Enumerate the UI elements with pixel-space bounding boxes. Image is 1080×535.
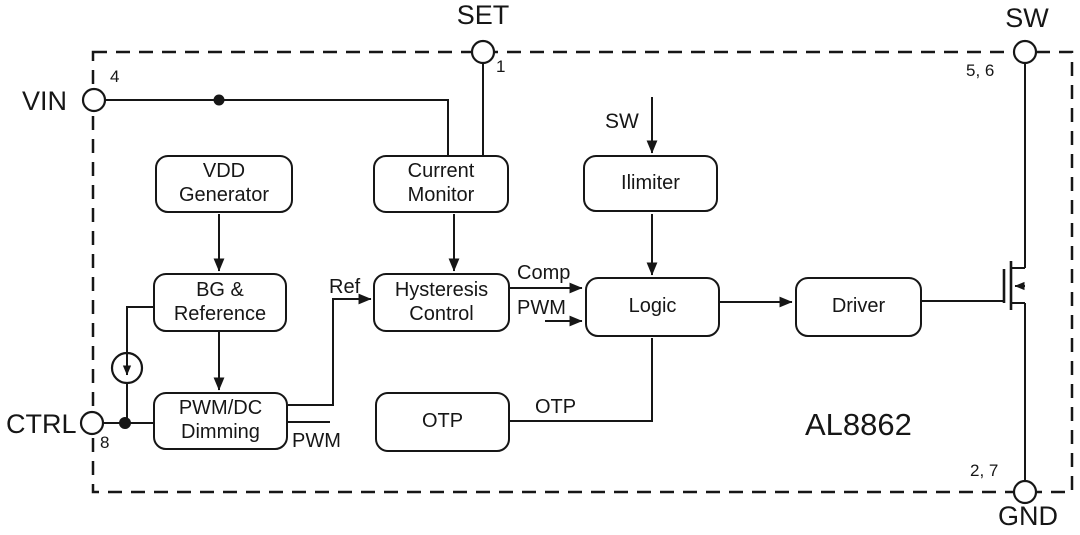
block-driver: Driver <box>795 277 922 337</box>
net-label-otp: OTP <box>535 396 577 418</box>
wire-bgref-to-ctrl <box>126 306 153 423</box>
pin-ctrl-circle <box>79 410 105 436</box>
pin-sw-circle <box>1012 39 1038 65</box>
pin-number-ctrl: 8 <box>100 433 110 452</box>
pin-number-vin: 4 <box>110 67 120 86</box>
net-label-ref: Ref <box>329 276 361 298</box>
block-ilimiter: Ilimiter <box>583 155 718 212</box>
net-label-comp: Comp <box>517 262 571 284</box>
ic-boundary-dashed-box <box>91 50 1074 494</box>
pin-circles <box>79 39 1038 505</box>
block-bg-reference: BG & Reference <box>153 273 287 332</box>
part-number: AL8862 <box>805 407 912 442</box>
block-logic: Logic <box>585 277 720 337</box>
current-source-icon <box>110 351 144 385</box>
mosfet-icon <box>1002 63 1026 481</box>
arrow-wires <box>213 97 793 406</box>
pin-label-vin: VIN <box>22 86 68 116</box>
net-label-pwm-out: PWM <box>292 430 341 452</box>
pin-set-circle <box>470 39 496 65</box>
block-pwm-dc-dimming: PWM/DC Dimming <box>153 392 288 450</box>
pin-vin-circle <box>81 87 107 113</box>
junction-dot-vin <box>213 94 225 106</box>
wire-otp-to-logic <box>510 338 653 422</box>
pin-number-set: 1 <box>496 57 506 76</box>
junction-dot-ctrl <box>119 417 131 429</box>
pin-label-gnd: GND <box>998 501 1058 531</box>
wire-vin <box>105 99 449 155</box>
wire-ref <box>288 293 372 406</box>
pin-gnd-circle <box>1012 479 1038 505</box>
plain-wires <box>103 63 1004 424</box>
net-label-pwm-to-logic: PWM <box>517 297 566 319</box>
block-vdd-generator: VDD Generator <box>155 155 293 213</box>
pin-label-sw: SW <box>1005 3 1049 33</box>
pin-number-sw: 5, 6 <box>966 61 995 80</box>
block-otp: OTP <box>375 392 510 452</box>
block-hysteresis-control: Hysteresis Control <box>373 273 510 332</box>
net-label-sw-in: SW <box>605 110 639 133</box>
pin-label-set: SET <box>456 0 510 30</box>
block-current-monitor: Current Monitor <box>373 155 509 213</box>
pin-label-ctrl: CTRL <box>6 409 77 439</box>
pin-number-gnd: 2, 7 <box>970 461 999 480</box>
